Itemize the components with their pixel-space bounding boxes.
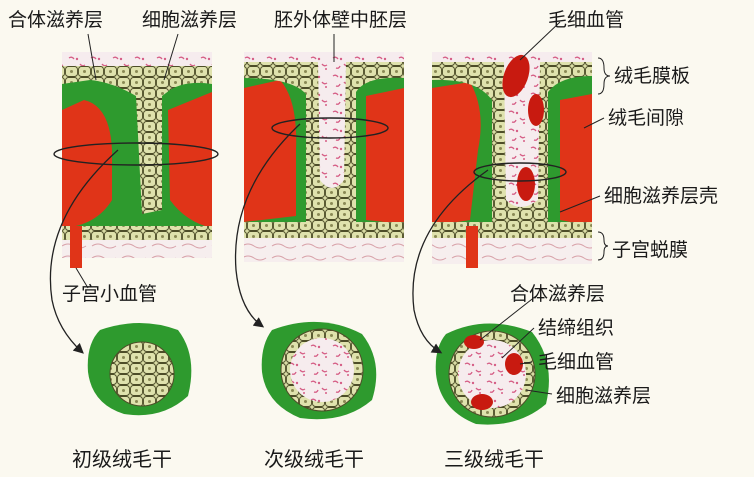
primary-villus-cross-section <box>88 323 192 415</box>
tertiary-villus-cross-section <box>436 323 549 424</box>
caption-primary: 初级绒毛干 <box>72 447 172 471</box>
label-syncytiotrophoblast-top: 合体滋养层 <box>8 9 103 31</box>
label-syncytiotrophoblast-cs: 合体滋养层 <box>510 283 605 305</box>
secondary-villus-longitudinal <box>244 52 404 262</box>
primary-villus-longitudinal <box>54 52 218 268</box>
caption-tertiary: 三级绒毛干 <box>444 447 544 471</box>
label-capillary-cs: 毛细血管 <box>538 351 614 373</box>
caption-secondary: 次级绒毛干 <box>264 447 364 471</box>
label-uterine-vessel: 子宫小血管 <box>62 283 157 305</box>
label-cytotrophoblast-cs: 细胞滋养层 <box>556 385 651 407</box>
tertiary-villus-longitudinal <box>432 51 592 268</box>
label-chorionic-plate: 绒毛膜板 <box>614 65 690 87</box>
secondary-villus-cross-section <box>262 322 377 419</box>
label-connective-tissue: 结缔组织 <box>538 317 614 339</box>
label-cytotrophoblast-top: 细胞滋养层 <box>142 9 237 31</box>
label-extraembryonic-mesoderm: 胚外体壁中胚层 <box>274 9 407 31</box>
label-cytotrophoblast-shell: 细胞滋养层壳 <box>604 185 718 207</box>
label-capillary-top: 毛细血管 <box>548 9 624 31</box>
label-decidua: 子宫蜕膜 <box>612 239 688 261</box>
label-intervillous-space: 绒毛间隙 <box>608 107 684 129</box>
